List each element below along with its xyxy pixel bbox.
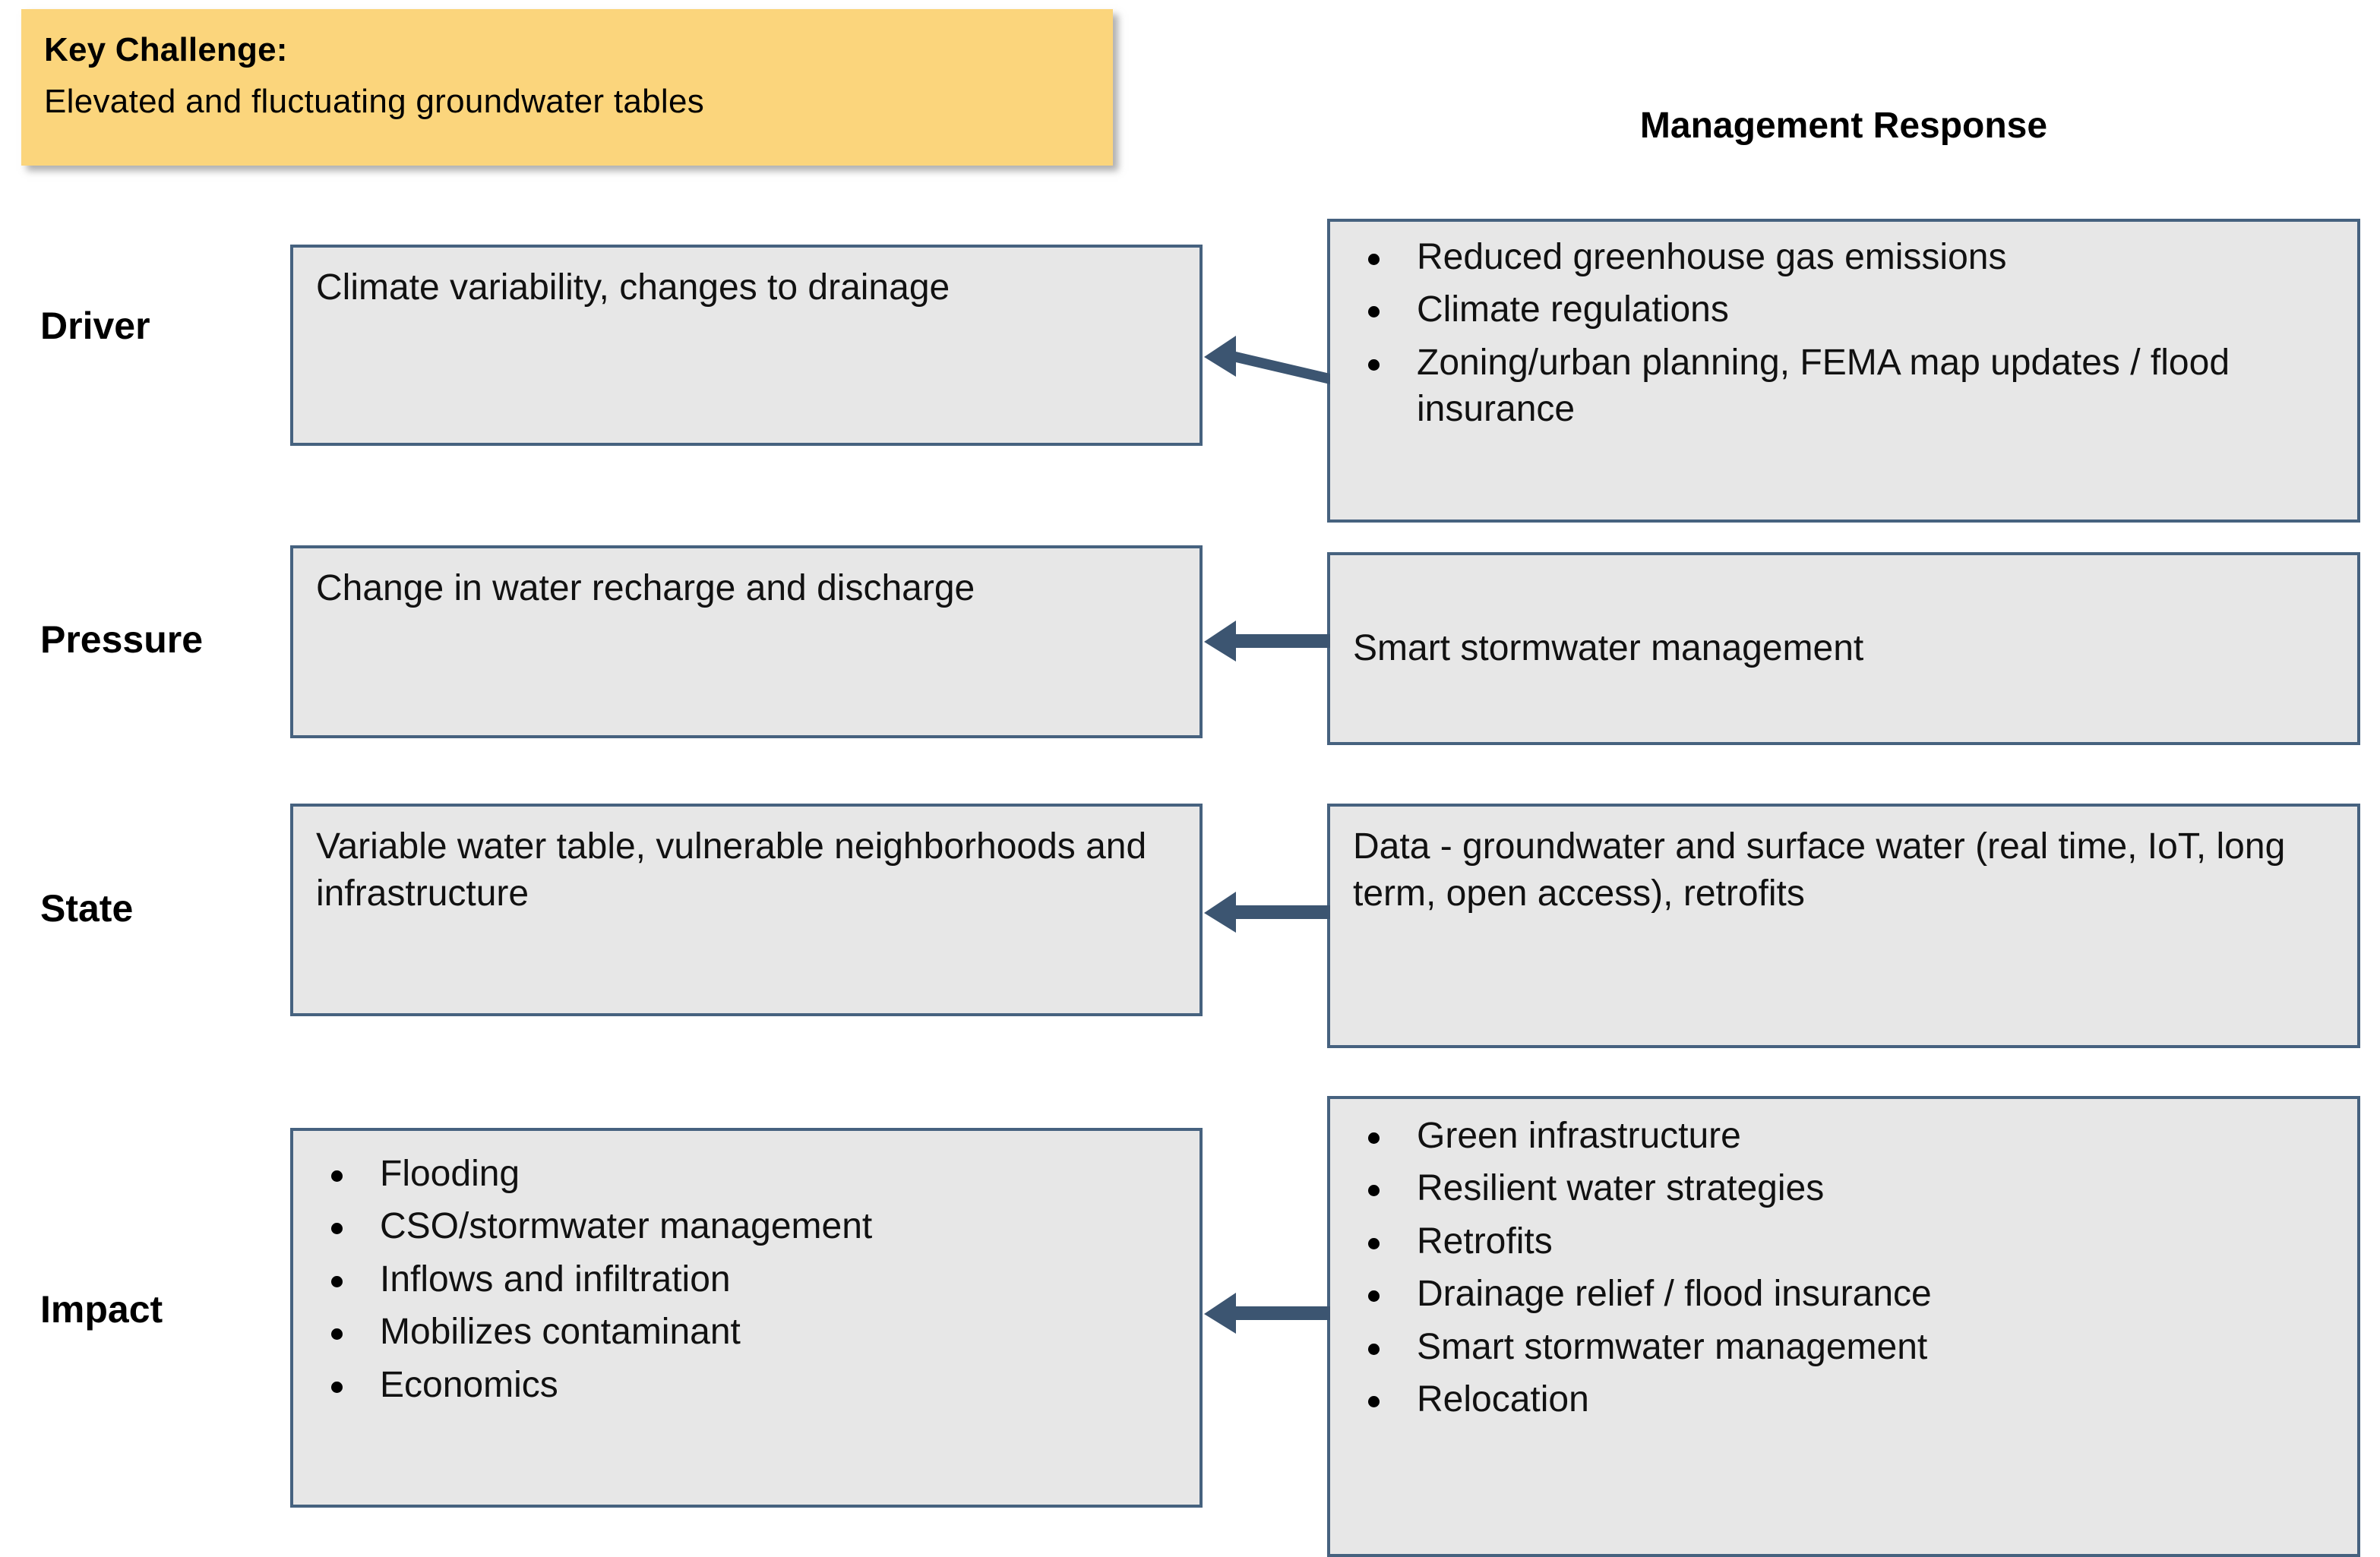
state-response-box: Data - groundwater and surface water (re…	[1327, 804, 2360, 1048]
list-item: Inflows and infiltration	[308, 1256, 1184, 1303]
row-label-impact: Impact	[40, 1288, 163, 1331]
key-challenge-text: Elevated and fluctuating groundwater tab…	[44, 83, 705, 121]
pressure-state-text: Change in water recharge and discharge	[316, 568, 975, 608]
list-item: Reduced greenhouse gas emissions	[1345, 234, 2342, 280]
state-state-box: Variable water table, vulnerable neighbo…	[290, 804, 1203, 1016]
driver-state-box: Climate variability, changes to drainage	[290, 245, 1203, 446]
impact-response-list: Green infrastructure Resilient water str…	[1345, 1113, 2342, 1423]
impact-response-box: Green infrastructure Resilient water str…	[1327, 1096, 2360, 1557]
list-item: Mobilizes contaminant	[308, 1309, 1184, 1355]
list-item: CSO/stormwater management	[308, 1203, 1184, 1249]
list-item: Drainage relief / flood insurance	[1345, 1271, 2342, 1317]
row-label-state: State	[40, 887, 134, 930]
row-label-driver: Driver	[40, 305, 150, 347]
list-item: Climate regulations	[1345, 286, 2342, 333]
list-item: Flooding	[308, 1151, 1184, 1197]
state-response-text: Data - groundwater and surface water (re…	[1353, 826, 2286, 914]
driver-response-box: Reduced greenhouse gas emissions Climate…	[1327, 219, 2360, 523]
state-arrow	[1204, 892, 1330, 933]
key-challenge-title: Key Challenge:	[44, 31, 288, 68]
driver-arrow	[1204, 336, 1330, 384]
list-item: Green infrastructure	[1345, 1113, 2342, 1159]
list-item: Zoning/urban planning, FEMA map updates …	[1345, 340, 2342, 433]
key-challenge-callout: Key Challenge: Elevated and fluctuating …	[21, 9, 1113, 166]
impact-state-list: Flooding CSO/stormwater management Inflo…	[308, 1151, 1184, 1408]
management-response-heading: Management Response	[1639, 106, 2048, 146]
state-state-text: Variable water table, vulnerable neighbo…	[316, 826, 1147, 914]
list-item: Resilient water strategies	[1345, 1165, 2342, 1211]
driver-response-list: Reduced greenhouse gas emissions Climate…	[1345, 234, 2342, 433]
impact-arrow	[1204, 1293, 1330, 1334]
pressure-response-box: Smart stormwater management	[1327, 552, 2360, 745]
list-item: Relocation	[1345, 1376, 2342, 1423]
row-label-pressure: Pressure	[40, 618, 204, 661]
impact-state-box: Flooding CSO/stormwater management Inflo…	[290, 1128, 1203, 1508]
driver-state-text: Climate variability, changes to drainage	[316, 267, 950, 308]
pressure-arrow	[1204, 621, 1330, 662]
list-item: Retrofits	[1345, 1218, 2342, 1265]
list-item: Economics	[308, 1362, 1184, 1408]
pressure-state-box: Change in water recharge and discharge	[290, 545, 1203, 738]
list-item: Smart stormwater management	[1345, 1324, 2342, 1370]
pressure-response-text: Smart stormwater management	[1353, 627, 1864, 668]
